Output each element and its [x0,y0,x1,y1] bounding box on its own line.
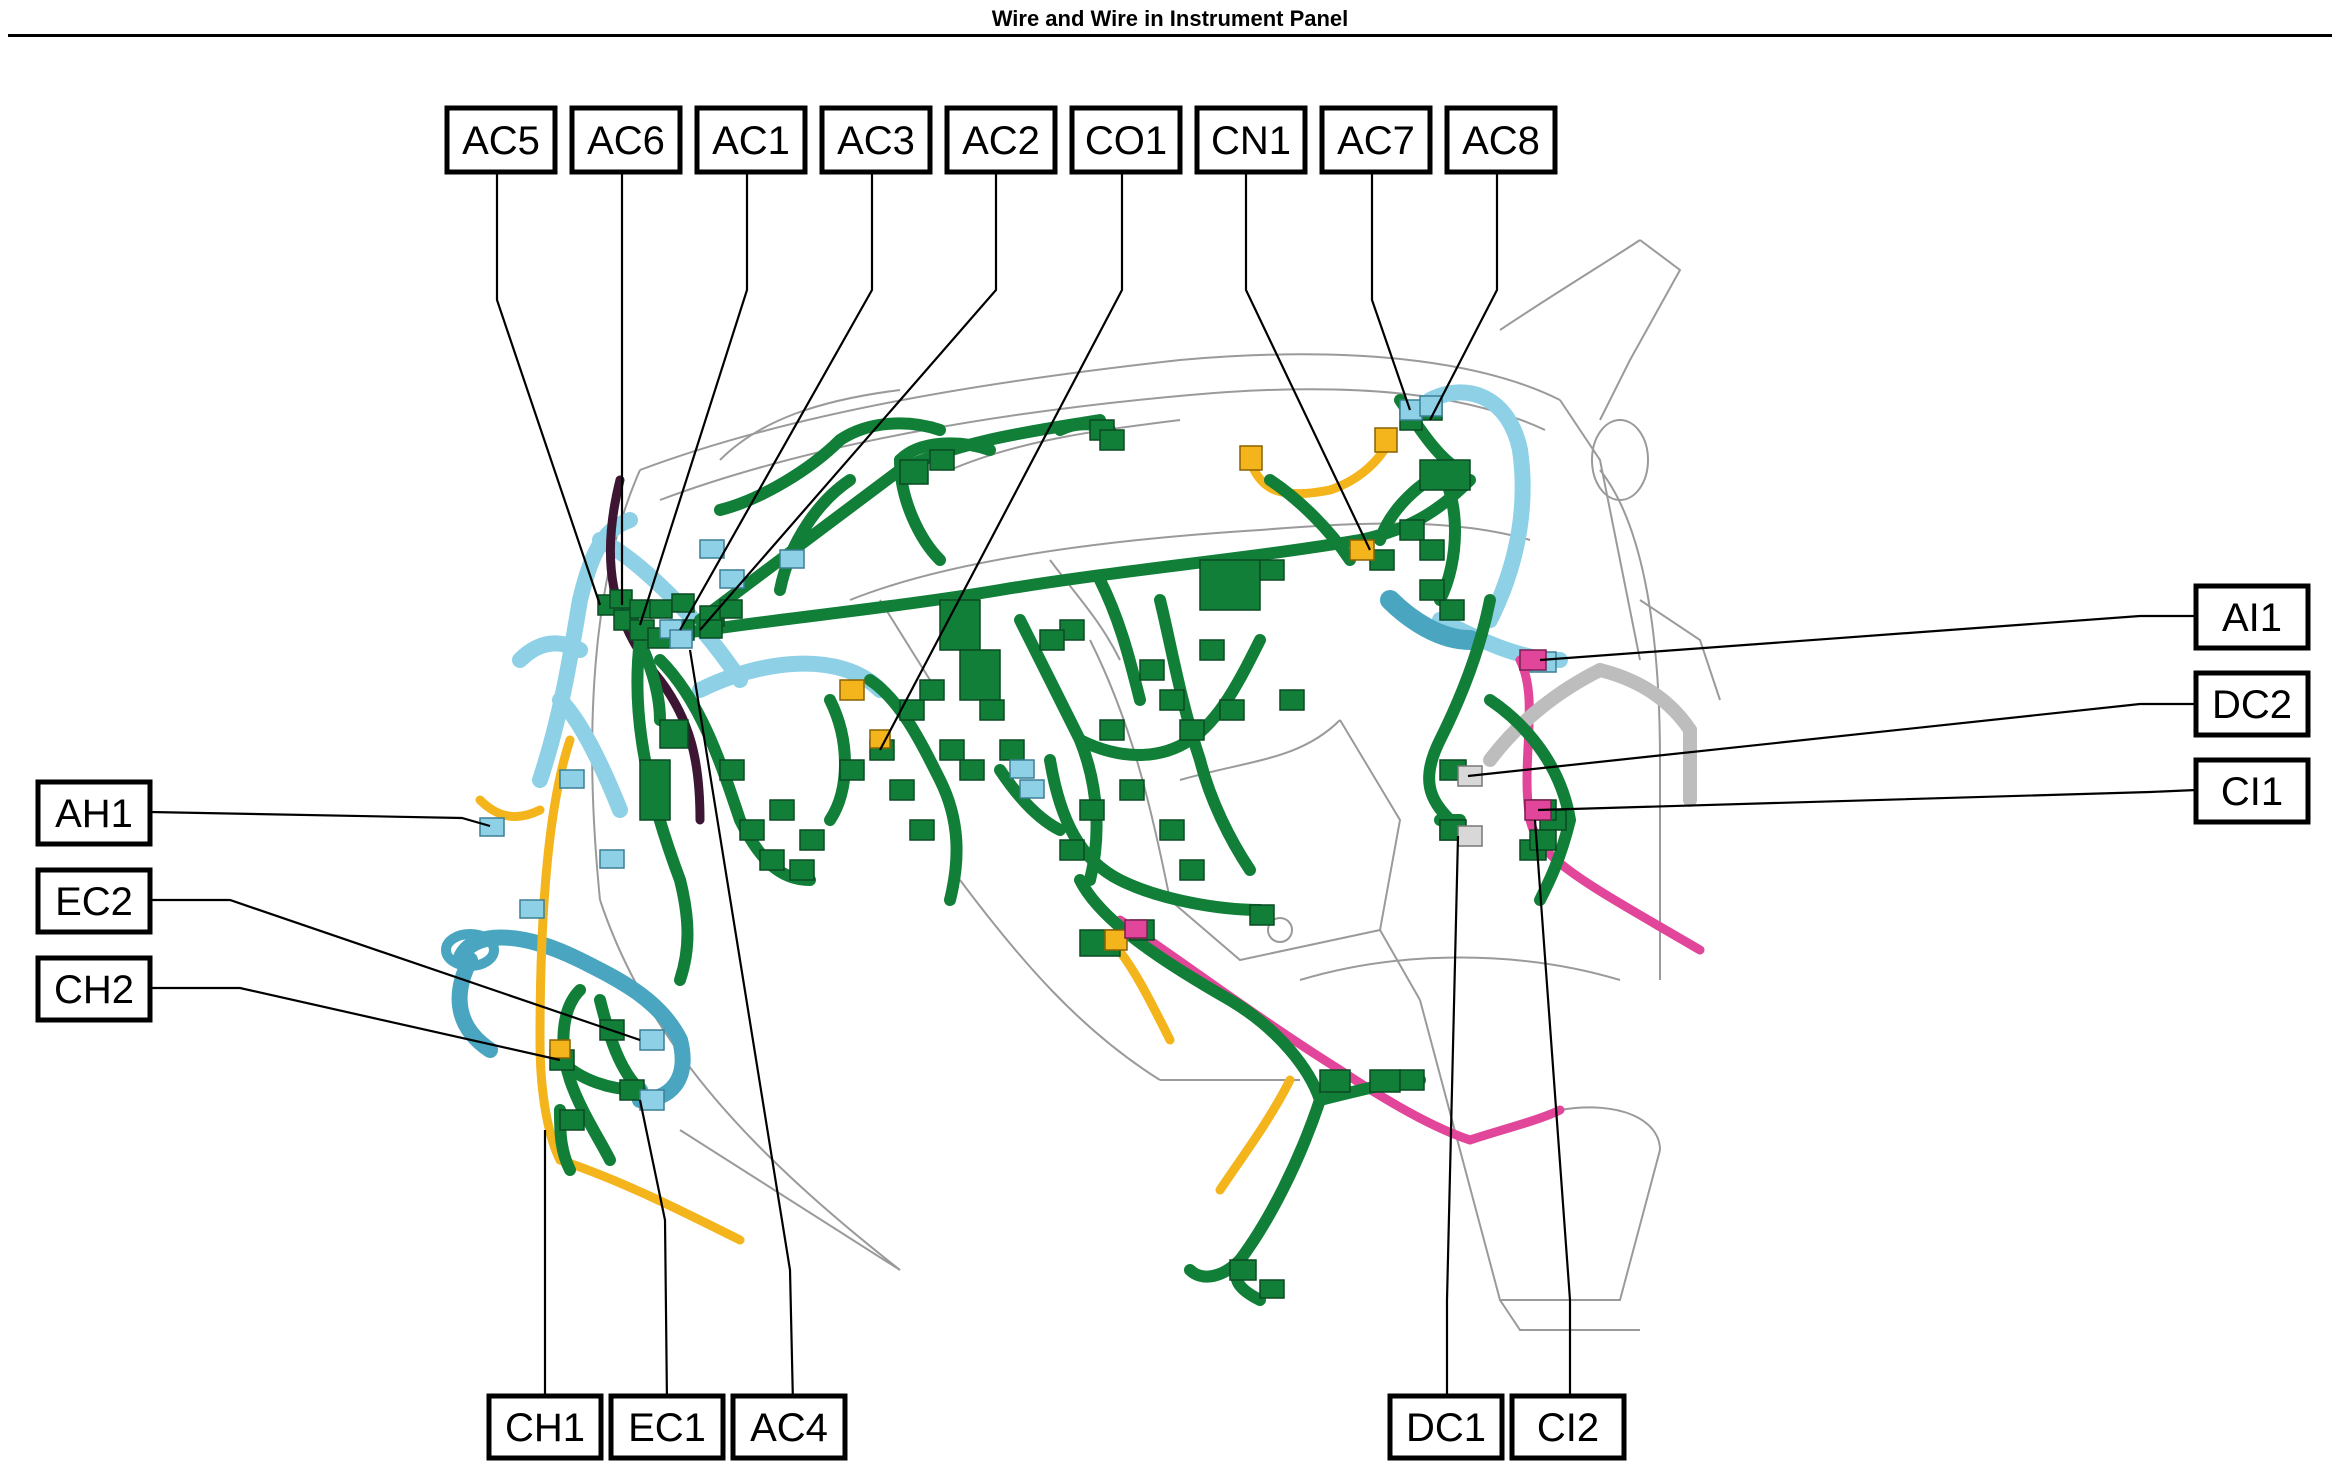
label-box [2193,670,2311,738]
connector-label-ac7: AC7 [1319,105,1433,175]
instrument-panel-outline [591,239,1721,1331]
label-box [1194,105,1308,175]
connector-label-ac3: AC3 [819,105,933,175]
connector-label-ai1: AI1 [2193,583,2311,651]
label-box [2193,583,2311,651]
connector-label-ac2: AC2 [944,105,1058,175]
label-box [694,105,808,175]
label-text: AC5 [462,119,540,163]
connector-label-ch2: CH2 [35,955,153,1023]
page-title: Wire and Wire in Instrument Panel [991,6,1349,31]
connector-label-ac5: AC5 [444,105,558,175]
label-box [35,779,153,847]
connector-label-dc2: DC2 [2193,670,2311,738]
leader-lines [149,165,2197,1405]
connector-label-co1: CO1 [1069,105,1183,175]
label-box [1069,105,1183,175]
label-text: EC2 [55,880,133,924]
gray-harness [1483,663,1697,807]
label-text: CI1 [2221,770,2283,814]
label-text: EC1 [628,1406,706,1450]
yellow-harness [475,435,1395,1245]
connector-label-ac1: AC1 [694,105,808,175]
label-text: CH1 [505,1406,585,1450]
label-text: CN1 [1211,119,1291,163]
label-text: DC2 [2212,683,2292,727]
label-box [1387,1393,1505,1461]
label-text: CI2 [1537,1406,1599,1450]
label-box [1319,105,1433,175]
title-rule [8,34,2332,37]
connector-label-ac8: AC8 [1444,105,1558,175]
label-box [444,105,558,175]
label-box [569,105,683,175]
label-text: AC8 [1462,119,1540,163]
label-text: DC1 [1406,1406,1486,1450]
label-box [1509,1393,1627,1461]
label-box [1444,105,1558,175]
label-text: AC4 [750,1406,828,1450]
label-text: AC2 [962,119,1040,163]
label-box [486,1393,604,1461]
label-text: AH1 [55,792,133,836]
connector-label-ci2: CI2 [1509,1393,1627,1461]
label-box [35,955,153,1023]
label-text: AI1 [2222,596,2282,640]
green-harness [554,394,1576,1306]
label-box [819,105,933,175]
connector-label-ec1: EC1 [608,1393,726,1461]
label-text: AC7 [1337,119,1415,163]
connector-label-cn1: CN1 [1194,105,1308,175]
label-text: AC6 [587,119,665,163]
connector-label-ec2: EC2 [35,867,153,935]
connector-label-ch1: CH1 [486,1393,604,1461]
connector-label-ac6: AC6 [569,105,683,175]
connector-label-dc1: DC1 [1387,1393,1505,1461]
label-text: CO1 [1085,119,1167,163]
label-text: CH2 [54,968,134,1012]
label-box [2193,757,2311,825]
label-text: AC3 [837,119,915,163]
label-box [35,867,153,935]
connector-label-ac4: AC4 [730,1393,848,1461]
connector-label-ci1: CI1 [2193,757,2311,825]
label-text: AC1 [712,119,790,163]
harness-connectors [479,395,1567,1299]
label-box [730,1393,848,1461]
connector-label-ah1: AH1 [35,779,153,847]
label-box [608,1393,726,1461]
label-box [944,105,1058,175]
